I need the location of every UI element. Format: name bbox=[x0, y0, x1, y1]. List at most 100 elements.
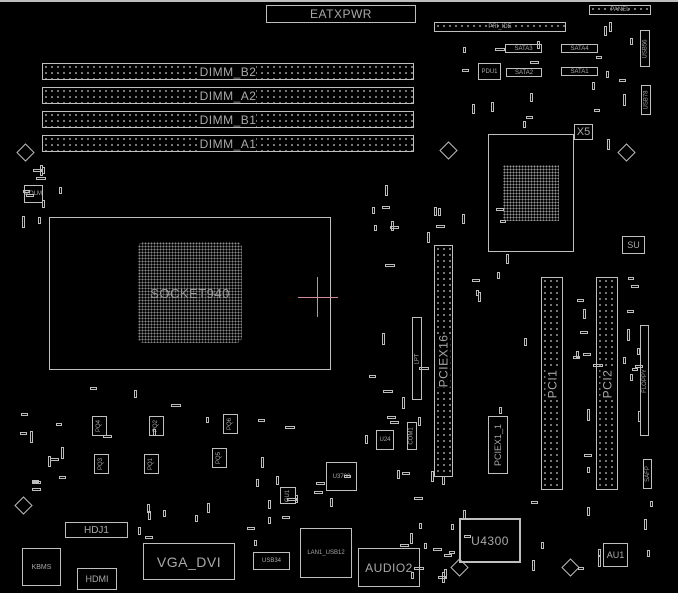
connector-sata3[interactable]: SATA3 bbox=[505, 44, 542, 53]
passive-component bbox=[606, 70, 609, 79]
passive-component bbox=[268, 499, 272, 509]
header-com1[interactable]: COM1 bbox=[407, 422, 417, 450]
passive-component bbox=[103, 434, 112, 438]
connector-hdmi[interactable]: HDMI bbox=[77, 568, 117, 590]
passive-component bbox=[597, 548, 601, 556]
label: PRI_IDE bbox=[488, 24, 512, 30]
passive-component bbox=[372, 207, 376, 214]
chipset-northbridge[interactable] bbox=[488, 134, 574, 252]
passive-component bbox=[593, 108, 601, 112]
header-lpt[interactable]: LPT bbox=[412, 317, 422, 400]
mounting-hole-icon bbox=[14, 496, 33, 515]
passive-component bbox=[419, 367, 429, 371]
label: SATA3 bbox=[514, 45, 533, 52]
passive-component bbox=[22, 216, 25, 229]
passive-component bbox=[287, 497, 297, 501]
passive-component bbox=[413, 566, 424, 570]
passive-component bbox=[475, 289, 479, 296]
header-hdj1[interactable]: HDJ1 bbox=[65, 522, 128, 538]
mounting-hole-icon bbox=[617, 143, 636, 162]
passive-component bbox=[48, 455, 52, 467]
passive-component bbox=[637, 348, 641, 355]
connector-kbms[interactable]: KBMS bbox=[22, 548, 61, 586]
mosfet-pq4[interactable]: PQ4 bbox=[92, 416, 107, 436]
passive-component bbox=[632, 368, 639, 372]
passive-component bbox=[152, 429, 156, 436]
passive-component bbox=[586, 467, 590, 474]
connector-sata4[interactable]: SATA4 bbox=[561, 44, 598, 53]
connector-lan1-usb12[interactable]: LAN1_USB12 bbox=[300, 528, 352, 578]
label: SU bbox=[627, 240, 640, 250]
mosfet-pq6[interactable]: PQ6 bbox=[223, 414, 238, 434]
header-safp[interactable]: SAFP bbox=[643, 459, 652, 489]
chip-su[interactable]: SU bbox=[622, 236, 645, 254]
connector-panel[interactable]: PANEL bbox=[589, 5, 651, 15]
slot-pci1[interactable]: PCI1 bbox=[541, 277, 563, 490]
passive-component bbox=[449, 550, 456, 554]
dimm-slot-a2[interactable]: DIMM_A2 bbox=[42, 87, 414, 104]
label: USB78 bbox=[643, 90, 650, 110]
slot-pci2[interactable]: PCI2 bbox=[596, 277, 618, 490]
passive-component bbox=[313, 491, 323, 495]
passive-component bbox=[194, 515, 198, 523]
passive-component bbox=[495, 48, 506, 52]
passive-component bbox=[626, 309, 634, 313]
crystal-x5[interactable]: X5 bbox=[574, 124, 593, 140]
cpu-socket[interactable] bbox=[49, 217, 331, 370]
label: DIMM_A2 bbox=[199, 88, 257, 103]
passive-component bbox=[586, 409, 590, 422]
mosfet-pq3[interactable]: PQ3 bbox=[94, 454, 109, 474]
chip-u24[interactable]: U24 bbox=[376, 430, 394, 450]
passive-component bbox=[536, 40, 540, 49]
passive-component bbox=[451, 523, 455, 531]
passive-component bbox=[402, 397, 406, 409]
passive-component bbox=[137, 527, 141, 535]
label: PCI2 bbox=[600, 369, 614, 398]
passive-component bbox=[20, 412, 28, 416]
mosfet-pq5[interactable]: PQ5 bbox=[212, 448, 227, 468]
dimm-slot-a1[interactable]: DIMM_A1 bbox=[42, 135, 414, 152]
passive-component bbox=[608, 21, 612, 33]
passive-component bbox=[329, 497, 333, 507]
passive-component bbox=[627, 277, 635, 281]
label: LAN1_USB12 bbox=[307, 550, 345, 556]
passive-component bbox=[575, 350, 579, 358]
connector-sata1[interactable]: SATA1 bbox=[561, 67, 598, 76]
connector-pri-ide[interactable]: PRI_IDE bbox=[434, 22, 566, 32]
connector-eatxpwr[interactable]: EATXPWR bbox=[266, 5, 416, 23]
mounting-hole-icon bbox=[439, 141, 458, 160]
header-floppy[interactable]: FLOPPY bbox=[640, 325, 649, 436]
connector-usb34[interactable]: USB34 bbox=[253, 552, 290, 570]
dimm-slot-b2[interactable]: DIMM_B2 bbox=[42, 63, 414, 80]
label: PQ6 bbox=[227, 417, 234, 431]
chip-pdu1[interactable]: PDU1 bbox=[478, 63, 501, 80]
chip-u4300[interactable]: U4300 bbox=[459, 518, 521, 563]
passive-component bbox=[523, 337, 527, 347]
passive-component bbox=[540, 541, 544, 549]
passive-component bbox=[32, 488, 41, 492]
mosfet-pq1[interactable]: PQ1 bbox=[144, 454, 159, 474]
passive-component bbox=[586, 507, 590, 517]
chip-gu1[interactable]: GU1 bbox=[280, 487, 296, 504]
connector-vga-dvi[interactable]: VGA_DVI bbox=[143, 543, 235, 580]
socket-pin-grid bbox=[138, 242, 242, 343]
passive-component bbox=[144, 536, 153, 540]
connector-audio2[interactable]: AUDIO2 bbox=[358, 548, 420, 587]
connector-sata2[interactable]: SATA2 bbox=[506, 68, 542, 77]
passive-component bbox=[396, 470, 400, 479]
dimm-slot-b1[interactable]: DIMM_B1 bbox=[42, 111, 414, 128]
label: PDU1 bbox=[481, 68, 498, 75]
passive-component bbox=[462, 47, 466, 54]
header-usb56[interactable]: USB56 bbox=[640, 30, 650, 67]
slot-pciex1-1[interactable]: PCIEX1_1 bbox=[488, 416, 508, 474]
passive-component bbox=[413, 496, 423, 500]
chip-au1[interactable]: AU1 bbox=[603, 543, 628, 567]
passive-component bbox=[583, 353, 591, 357]
header-usb78[interactable]: USB78 bbox=[641, 85, 651, 115]
label: U24 bbox=[379, 437, 391, 443]
slot-pciex16[interactable]: PCIEX16 bbox=[434, 245, 453, 477]
passive-component bbox=[343, 475, 352, 479]
chip-u3700[interactable]: U3700 bbox=[326, 462, 357, 491]
mosfet-pq2[interactable]: PQ2 bbox=[149, 416, 164, 436]
